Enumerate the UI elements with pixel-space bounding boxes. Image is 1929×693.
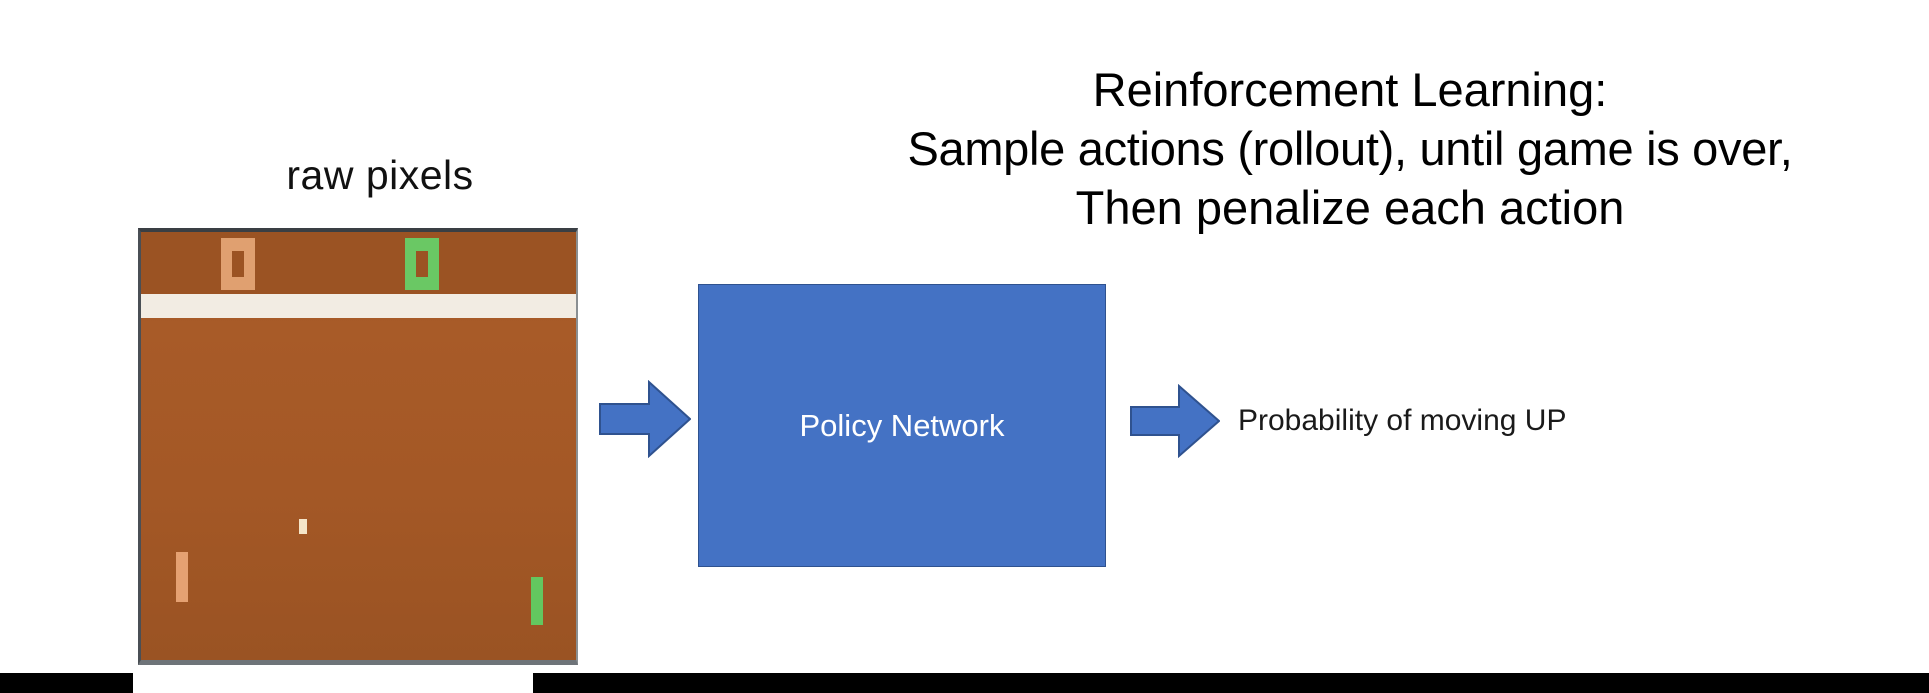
policy-network-label: Policy Network xyxy=(799,408,1005,443)
right-arrow-icon xyxy=(1130,384,1220,458)
policy-network-box[interactable]: Policy Network xyxy=(698,284,1106,567)
pong-score-right xyxy=(405,238,439,290)
bottom-bar-right xyxy=(533,673,1929,693)
pong-paddle-right xyxy=(531,577,543,625)
heading-line-1: Reinforcement Learning: xyxy=(1092,63,1608,116)
atari-pong-frame xyxy=(138,228,578,665)
output-label: Probability of moving UP xyxy=(1238,404,1567,437)
pong-paddle-left xyxy=(176,552,188,602)
right-arrow-icon xyxy=(599,380,691,458)
pong-ball xyxy=(299,519,307,534)
raw-pixels-label: raw pixels xyxy=(286,152,474,198)
bottom-bar-left xyxy=(0,673,133,693)
heading-line-2: Sample actions (rollout), until game is … xyxy=(907,122,1793,175)
pong-score-band xyxy=(141,232,576,294)
pong-divider-line xyxy=(141,294,576,318)
pong-score-left xyxy=(221,238,255,290)
heading-line-3: Then penalize each action xyxy=(1075,181,1625,234)
heading-block: Reinforcement Learning: Sample actions (… xyxy=(760,60,1929,237)
